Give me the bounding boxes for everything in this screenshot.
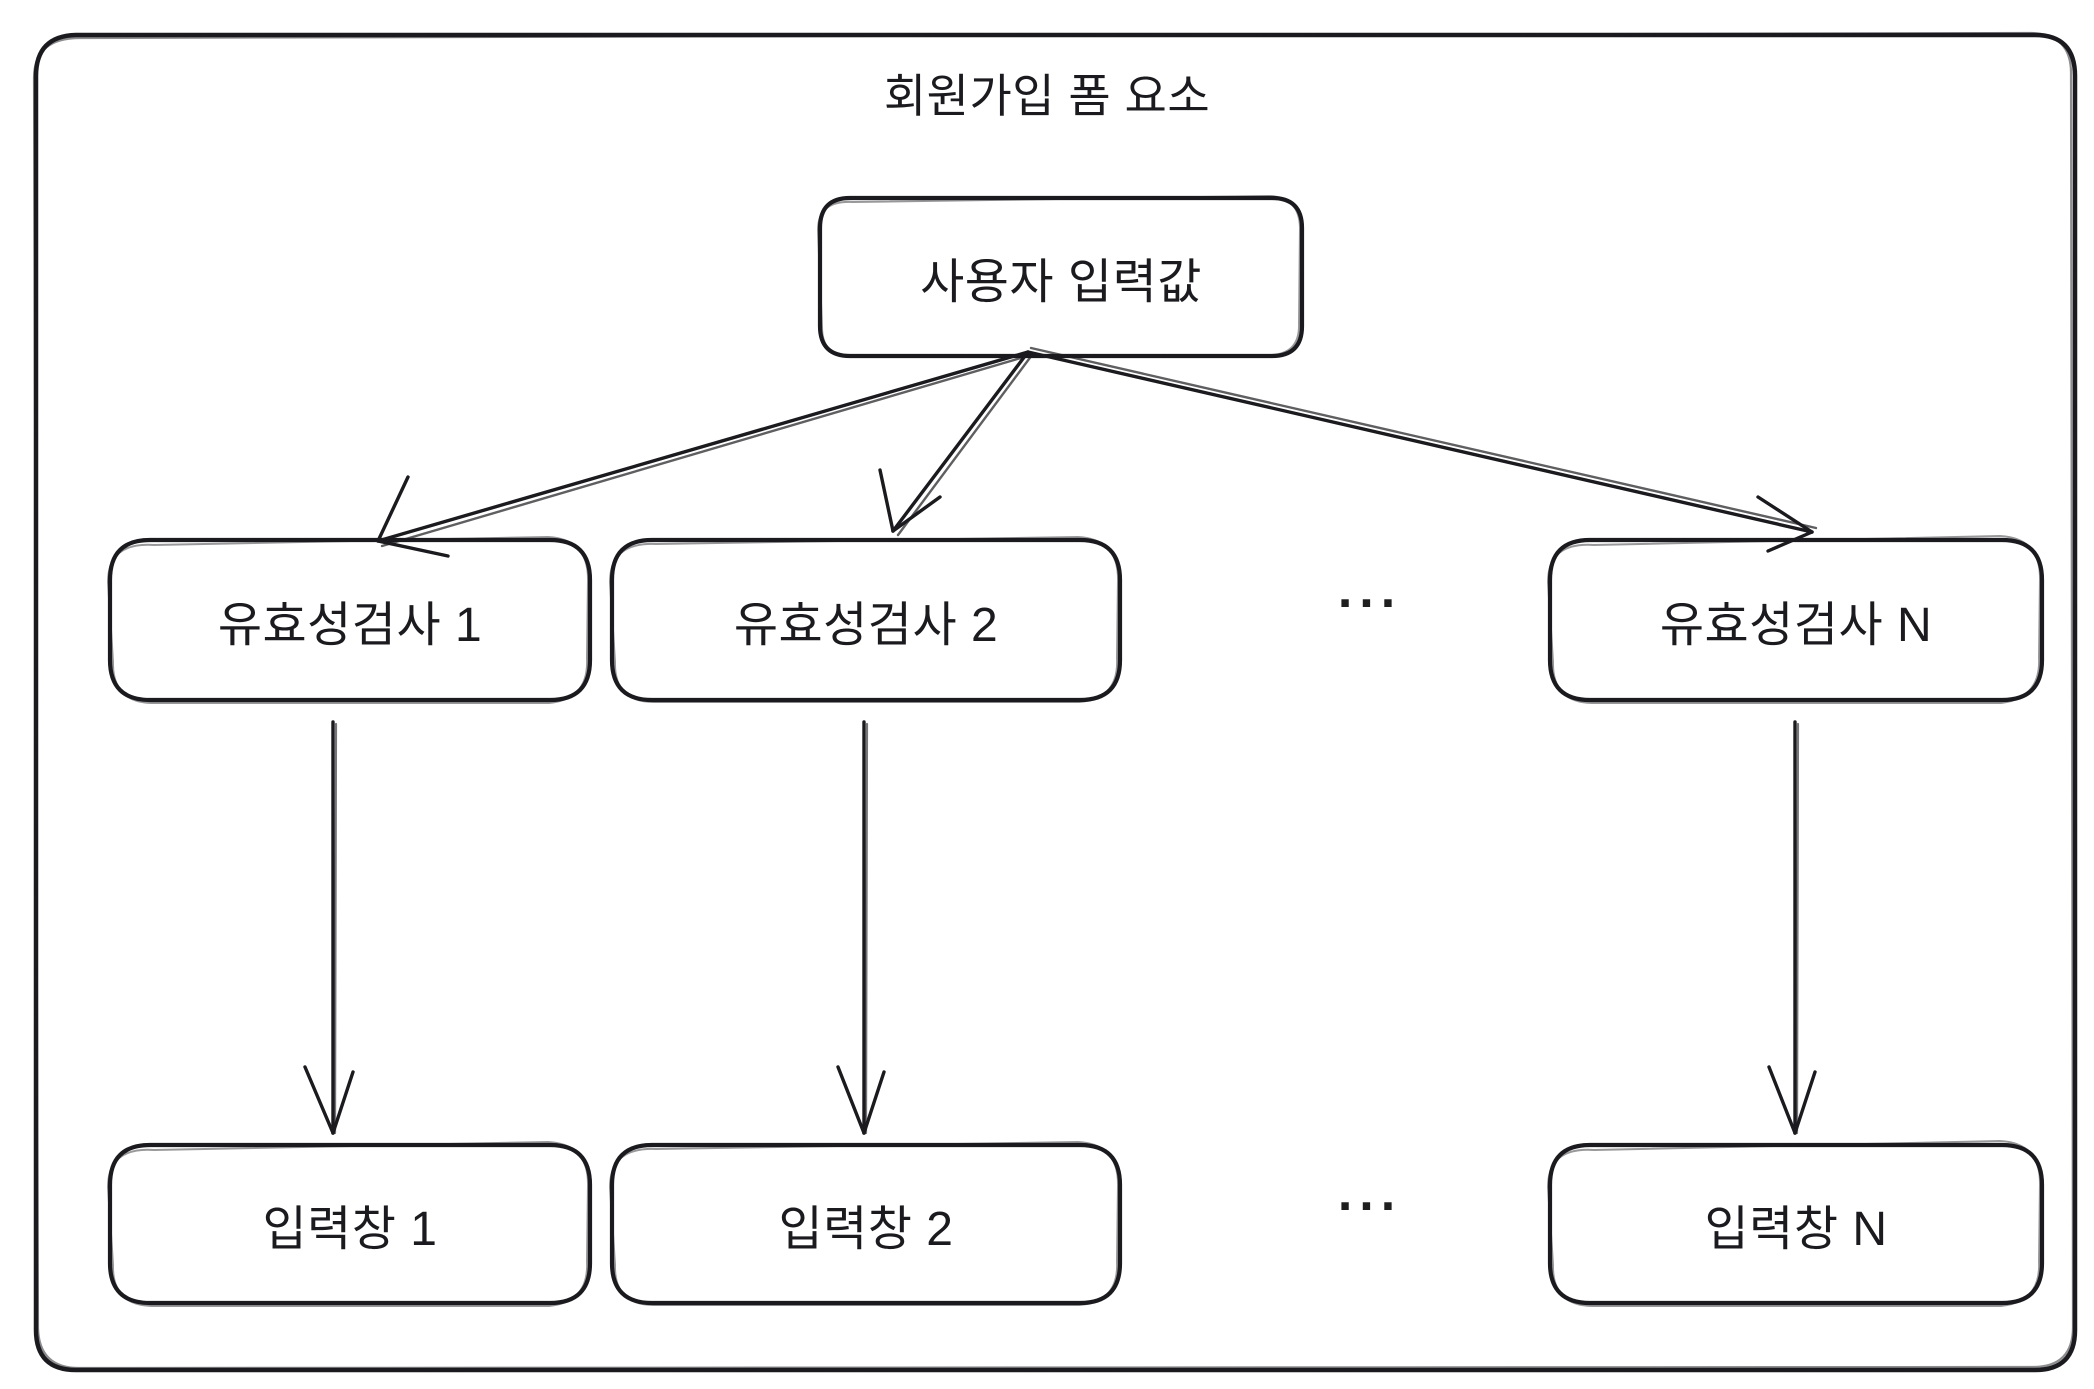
source-node[interactable] (820, 198, 1302, 356)
edge-validation-n-to-input-n (1767, 720, 1817, 1135)
edge-input-to-validation-1 (376, 350, 1033, 558)
input-node-box-1 (107, 1141, 593, 1307)
validation-node-n[interactable] (1550, 540, 2042, 700)
input-node-box-n (1547, 1140, 2045, 1307)
validation-node-2[interactable] (612, 540, 1120, 700)
input-node-1[interactable] (110, 1145, 590, 1303)
input-node-box-2 (609, 1141, 1123, 1306)
edge-validation-1-to-input-1 (303, 720, 355, 1135)
validation-node-1[interactable] (110, 540, 590, 700)
input-node-n[interactable] (1550, 1145, 2042, 1303)
edge-input-to-validation-n (1026, 346, 1818, 553)
outer-container-frame (32, 31, 2078, 1373)
validation-node-box-2 (609, 536, 1123, 703)
validation-node-box-n (1547, 535, 2045, 704)
validation-node-box-1 (107, 536, 593, 704)
edge-validation-2-to-input-2 (836, 720, 886, 1135)
source-node-box (817, 195, 1305, 359)
edge-input-to-validation-2 (878, 350, 1034, 537)
input-node-2[interactable] (612, 1145, 1120, 1303)
